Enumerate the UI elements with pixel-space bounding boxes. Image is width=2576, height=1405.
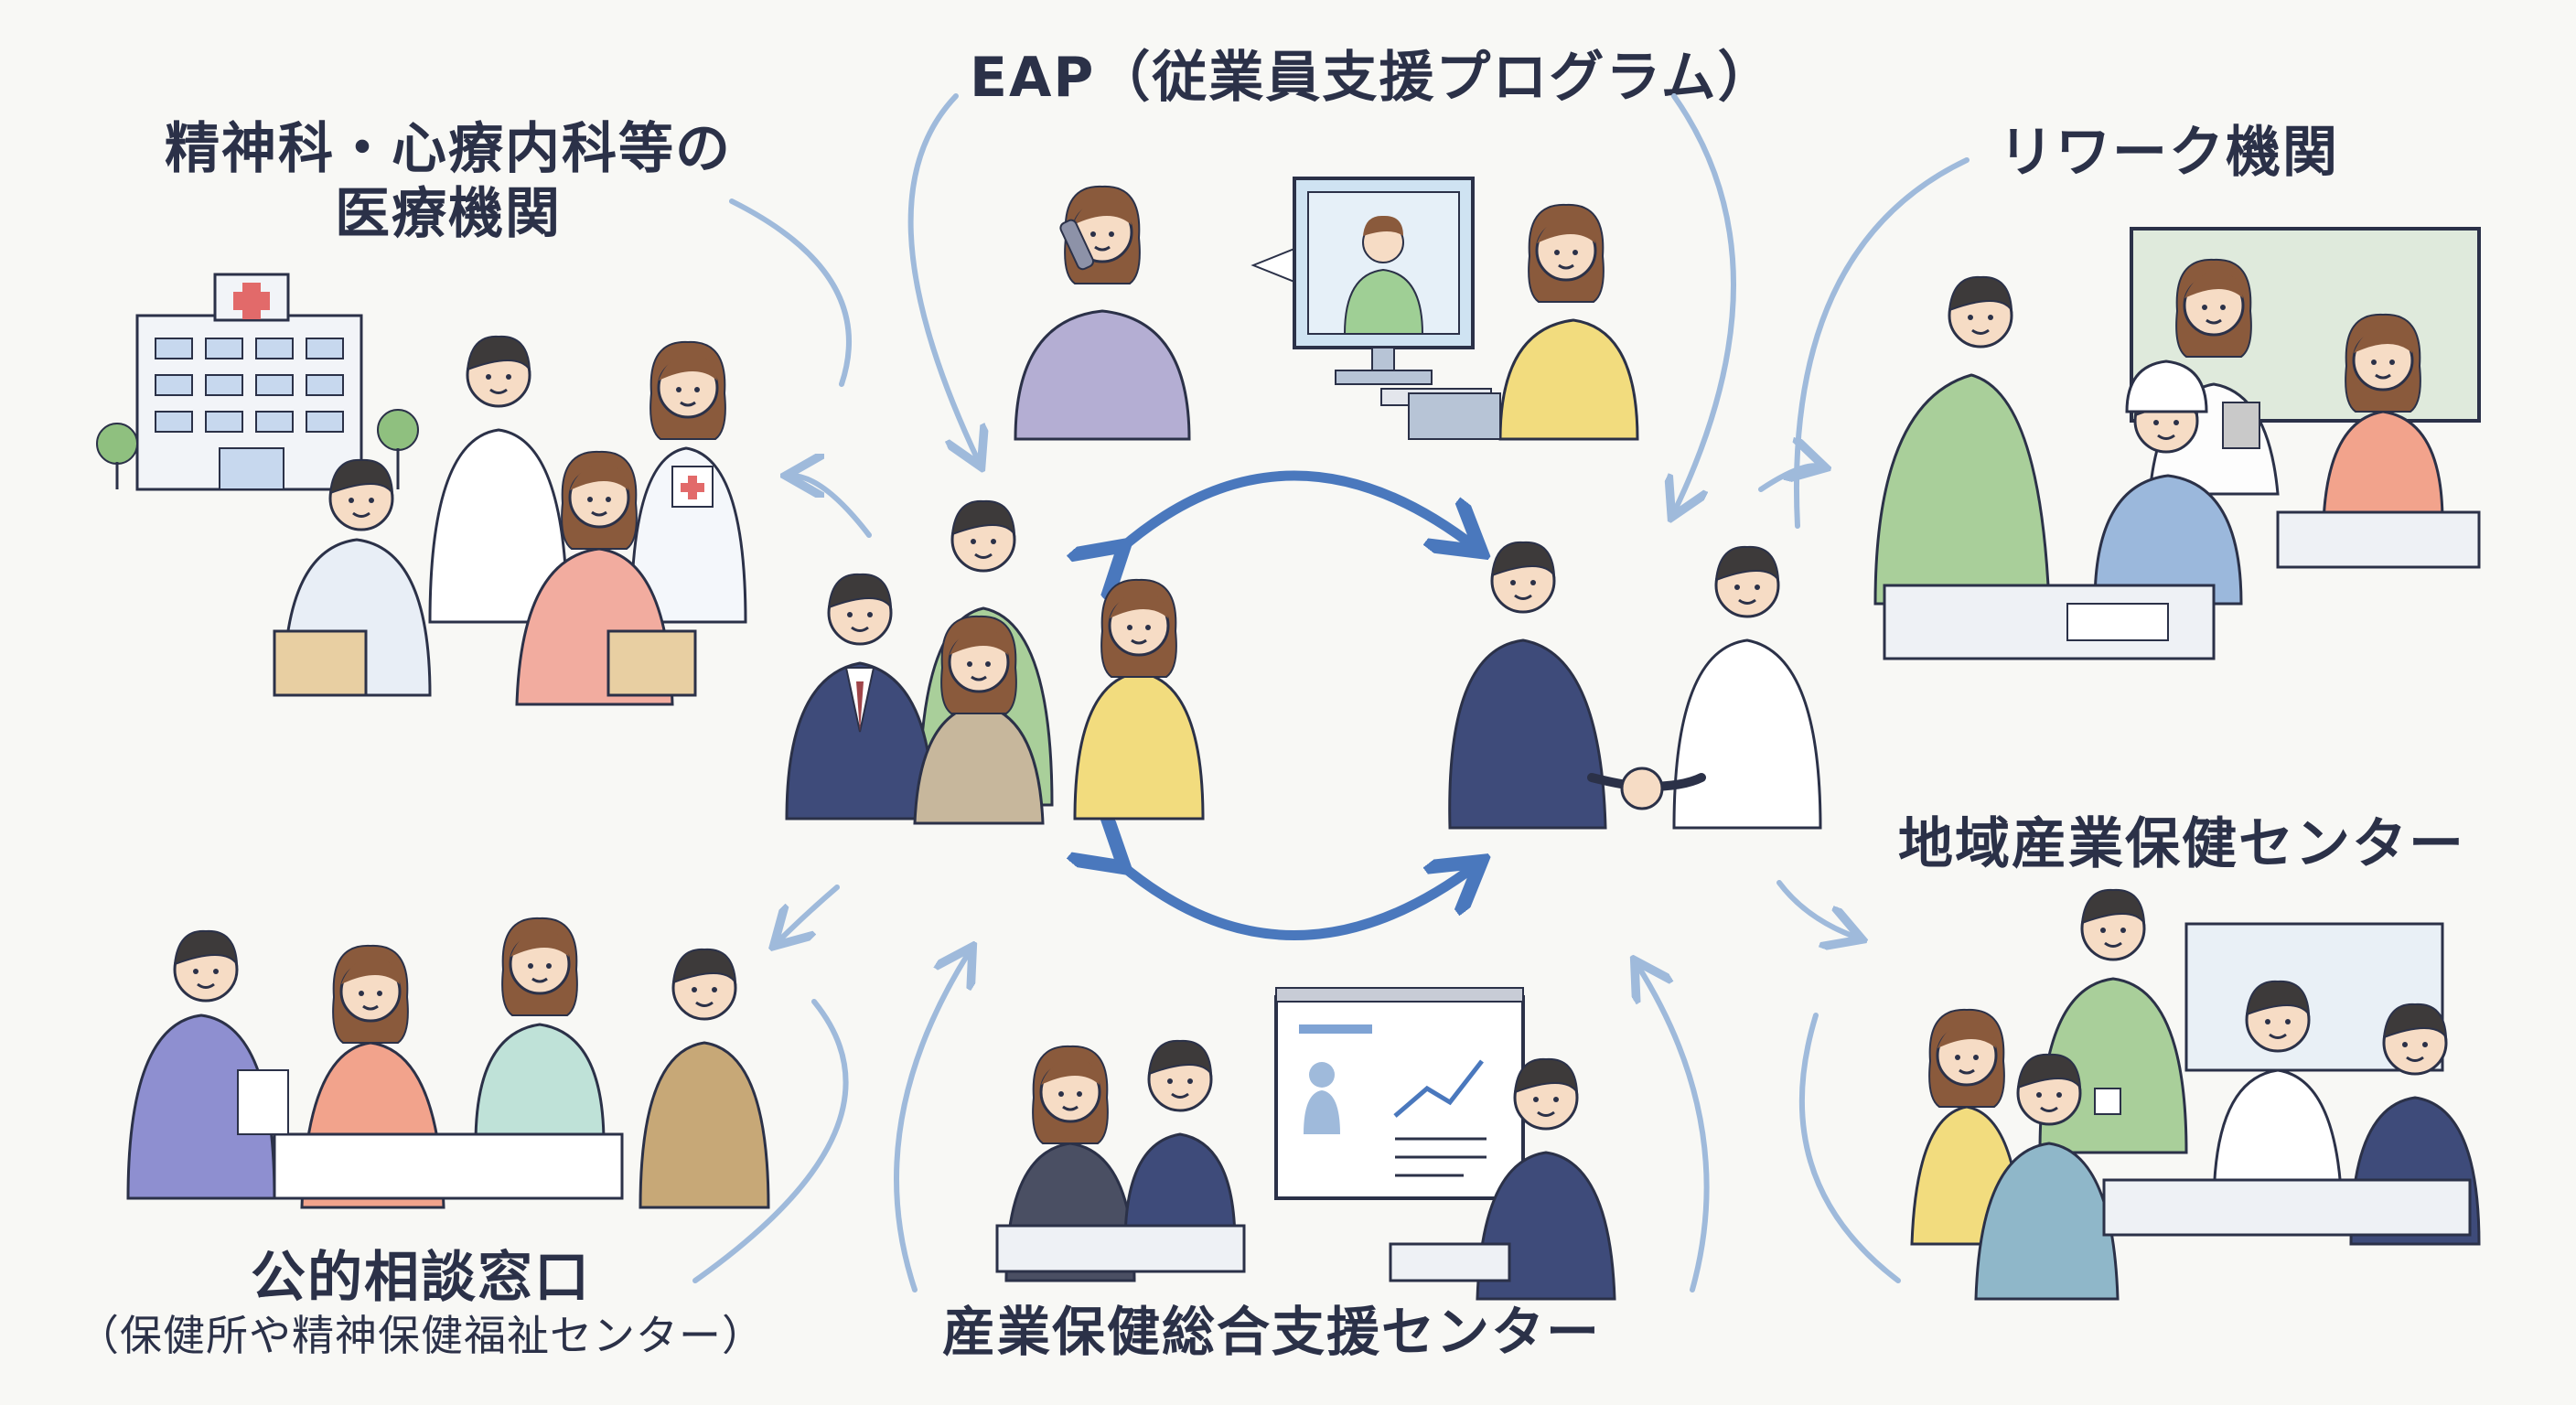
eap-label: EAP（従業員支援プログラム）: [970, 46, 1775, 111]
medical-label-line2: 医療機関: [335, 181, 562, 246]
arrow-support-left: [894, 951, 970, 1292]
handshake-illustration: [1448, 541, 1822, 830]
arrow-regional-out: [1798, 1013, 1901, 1283]
support-center-label-text: 産業保健総合支援センター: [942, 1301, 1602, 1363]
center-arrow-bottom: [1121, 864, 1477, 940]
regional-center-illustration: [1910, 888, 2481, 1301]
support-center-label: 産業保健総合支援センター: [942, 1301, 1601, 1363]
arrow-eap-left: [907, 93, 979, 462]
center-arrow-top: [1121, 470, 1477, 549]
public-label-line1: 公的相談窓口: [251, 1246, 591, 1310]
arrow-medical-top: [729, 198, 852, 387]
public-label: 公的相談窓口 （保健所や精神保健福祉センター）: [73, 1246, 768, 1360]
employees-group-illustration: [785, 499, 1205, 825]
regional-label-text: 地域産業保健センター: [1898, 812, 2465, 876]
arrow-rework-in: [1758, 466, 1820, 492]
rework-illustration: [1873, 227, 2481, 660]
rework-label: リワーク機関: [1999, 121, 2339, 186]
public-counseling-illustration: [126, 917, 770, 1209]
regional-label: 地域産業保健センター: [1898, 812, 2465, 877]
arrow-support-right: [1637, 965, 1710, 1292]
eap-illustration: [1014, 177, 1639, 441]
arrow-public-up: [778, 885, 840, 942]
medical-label: 精神科・心療内科等の 医療機関: [137, 117, 759, 247]
arrow-regional-in: [1776, 880, 1857, 938]
arrow-public-curve: [692, 999, 849, 1283]
rework-label-text: リワーク機関: [1999, 121, 2339, 185]
medical-illustration: [96, 273, 747, 706]
public-label-line2: （保健所や精神保健福祉センター）: [77, 1310, 765, 1360]
eap-label-text: EAP（従業員支援プログラム）: [970, 46, 1775, 110]
support-center-illustration: [995, 987, 1616, 1301]
arrow-eap-right: [1674, 93, 1736, 512]
arrow-medical-return: [791, 476, 872, 538]
medical-label-line1: 精神科・心療内科等の: [165, 117, 732, 181]
